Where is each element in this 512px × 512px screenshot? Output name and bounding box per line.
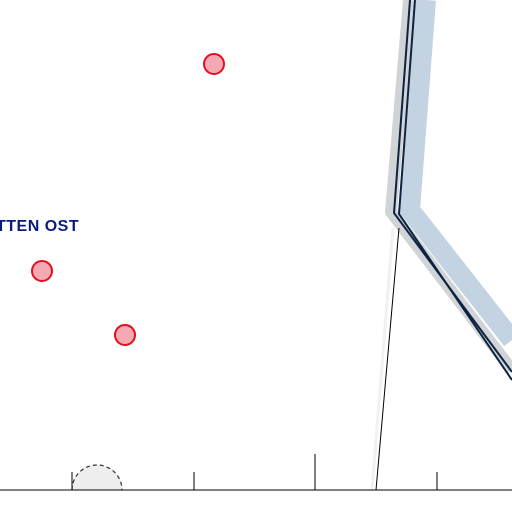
route[interactable] [385, 0, 512, 381]
marker-2[interactable] [31, 260, 53, 282]
area-label: TTEN OST [0, 218, 79, 235]
connector-line-shadow [370, 227, 395, 491]
connector-line [375, 227, 400, 491]
route-band [399, 0, 512, 347]
marker-3[interactable] [114, 324, 136, 346]
marker-1[interactable] [203, 53, 225, 75]
dashed-semicircle-icon[interactable] [71, 464, 123, 491]
route-line-inner [397, 0, 512, 381]
route-line-outer [392, 0, 512, 373]
timeline-axis [0, 454, 512, 491]
